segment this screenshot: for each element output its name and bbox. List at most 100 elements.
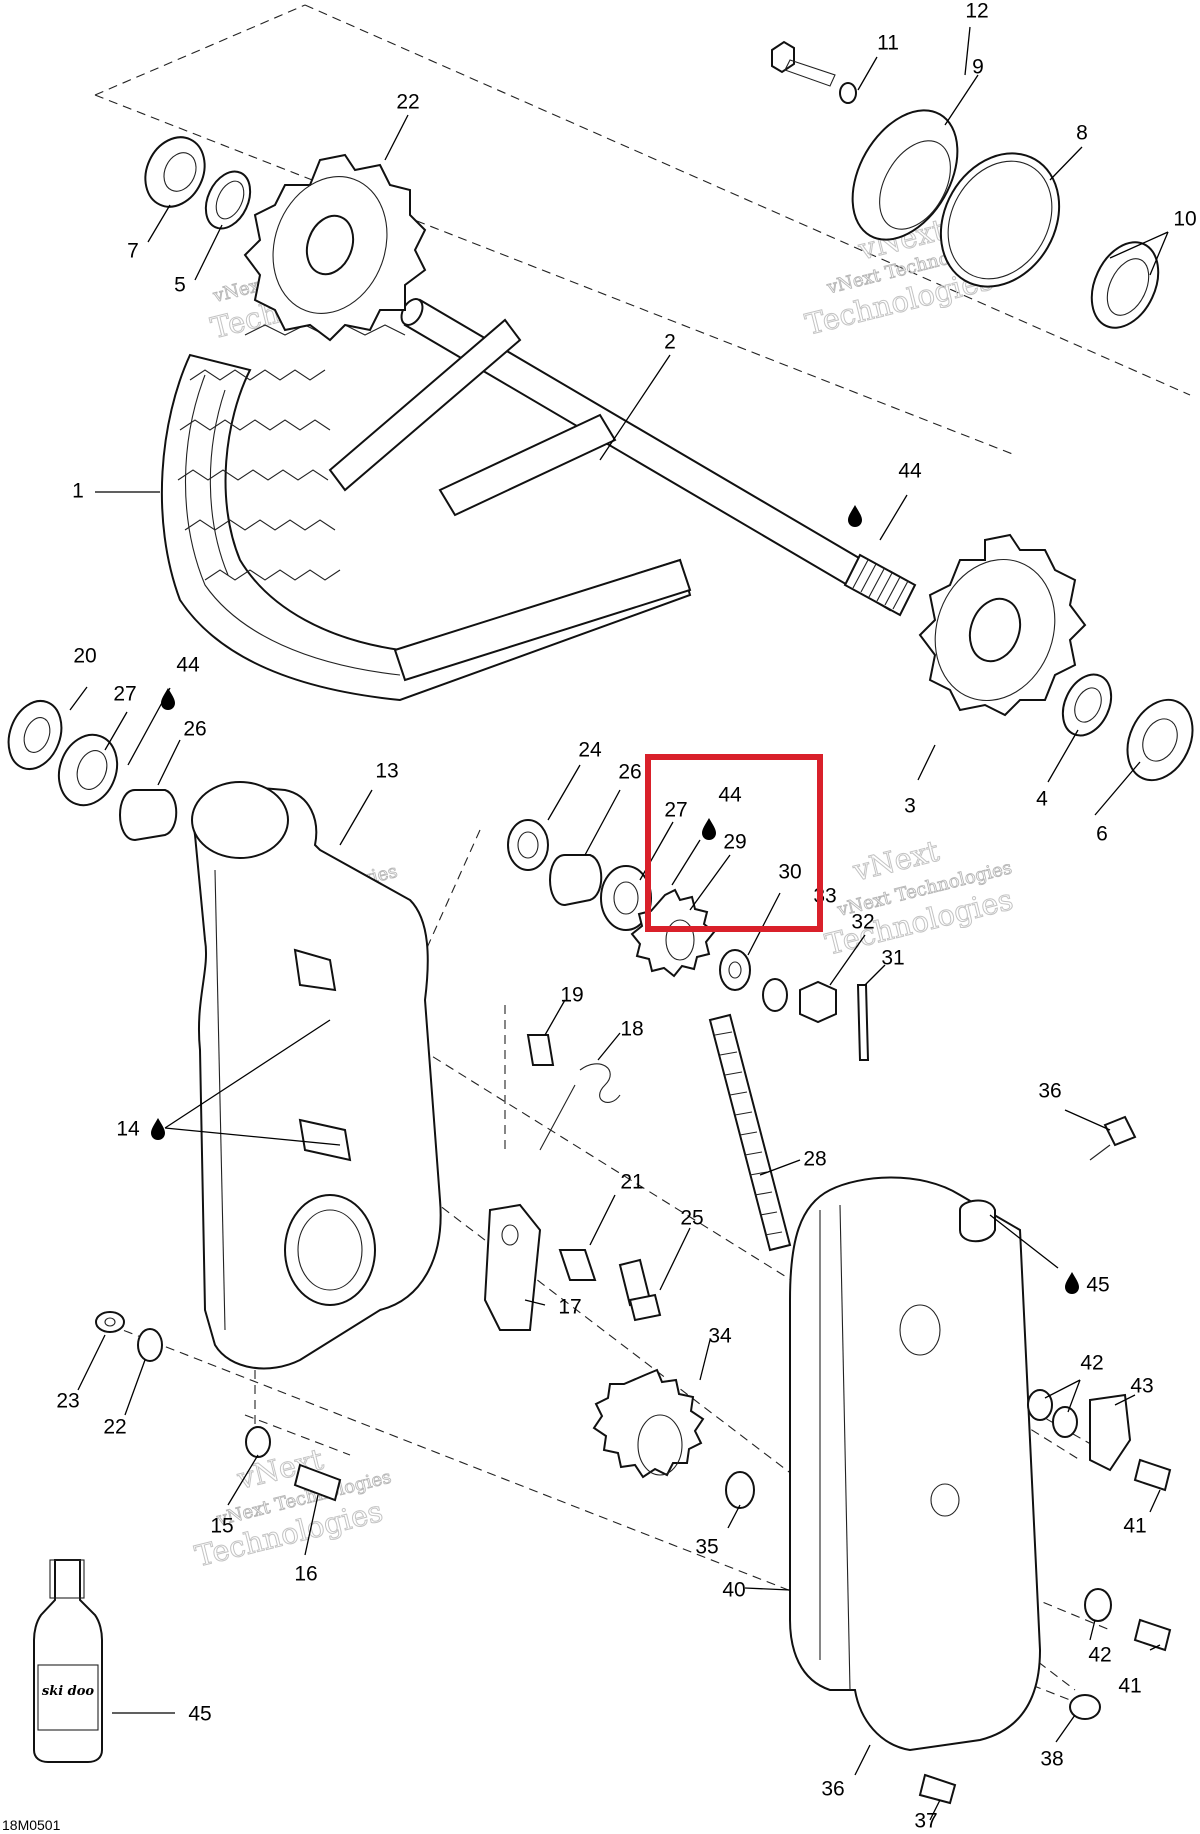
oil-drop-icon — [702, 818, 716, 840]
washer-22 — [137, 1328, 163, 1362]
part-label: 32 — [851, 911, 874, 934]
circlip-35 — [725, 1471, 755, 1509]
part-label: 38 — [1040, 1748, 1063, 1771]
washer-23 — [95, 1311, 125, 1333]
part-label: 30 — [778, 861, 801, 884]
part-label: 35 — [695, 1536, 718, 1559]
part-label: 17 — [558, 1296, 581, 1319]
chaincase-cover — [789, 1176, 1042, 1752]
flange-9 — [851, 109, 959, 241]
part-label: 14 — [116, 1118, 140, 1141]
oil-drop-icon — [151, 1118, 165, 1140]
part-label: 34 — [708, 1325, 732, 1348]
part-label: 45 — [1086, 1274, 1109, 1297]
part-label: 26 — [183, 718, 206, 741]
part-label: 36 — [1038, 1080, 1061, 1103]
bottle-label: ski doo — [42, 1684, 95, 1699]
plug-38 — [1089, 1115, 1137, 1161]
bearing-24 — [7, 700, 63, 770]
bolt-12 — [771, 40, 836, 87]
reference-code: 18M0501 — [2, 1817, 61, 1833]
bearing-27-left — [57, 733, 119, 807]
part-label: 42 — [1080, 1352, 1103, 1375]
part-label: 1 — [72, 480, 84, 503]
part-label: 13 — [375, 760, 398, 783]
part-label: 36 — [821, 1778, 844, 1801]
part-label: 12 — [965, 0, 988, 23]
part-label: 7 — [127, 240, 139, 263]
part-label: 41 — [1118, 1675, 1141, 1698]
washer-30 — [719, 949, 751, 991]
bolts-41 — [1133, 1458, 1172, 1652]
part-label: 2 — [664, 331, 676, 354]
spring-18 — [539, 1063, 621, 1151]
part-label: 15 — [210, 1515, 233, 1538]
part-label: 44 — [718, 784, 742, 807]
part-label: 9 — [972, 56, 984, 79]
part-label: 5 — [174, 274, 186, 297]
washer-33 — [762, 978, 788, 1012]
bushing-26 — [549, 854, 603, 907]
bearing-4 — [1061, 673, 1113, 737]
sprocket-29 — [630, 888, 716, 978]
part-label: 26 — [618, 761, 641, 784]
bolt-37 — [918, 1773, 957, 1805]
lubricant-bottle: ski doo — [33, 1559, 103, 1763]
part-label: 6 — [1096, 823, 1108, 846]
part-label: 44 — [898, 460, 922, 483]
highlight-box — [645, 754, 823, 932]
oil-drop-icon — [1065, 1272, 1079, 1294]
plug-45 — [959, 1199, 996, 1243]
part-label: 16 — [294, 1563, 317, 1586]
oil-drop-icon — [848, 505, 862, 527]
part-label: 4 — [1036, 788, 1048, 811]
part-label: 27 — [113, 683, 136, 706]
plug-39 — [1069, 1694, 1101, 1720]
part-label: 25 — [680, 1207, 703, 1230]
part-label: 22 — [103, 1416, 126, 1439]
spacer-19 — [526, 1034, 555, 1066]
part-label: 19 — [560, 984, 583, 1007]
part-label: 28 — [803, 1148, 826, 1171]
tensioner-17 — [483, 1203, 542, 1331]
washer-5 — [204, 170, 252, 230]
part-label: 29 — [723, 831, 746, 854]
part-label: 21 — [620, 1171, 643, 1194]
part-label: 37 — [914, 1810, 937, 1833]
part-label: 8 — [1076, 122, 1088, 145]
bushing-20 — [558, 1249, 597, 1281]
leader-lines — [69, 26, 1169, 1821]
part-label: 3 — [904, 795, 916, 818]
part-label: 31 — [881, 947, 904, 970]
oil-drop-icons — [151, 505, 1079, 1294]
part-label: 11 — [877, 32, 899, 55]
oil-drop-icon — [161, 688, 175, 710]
part-label: 41 — [1123, 1515, 1146, 1538]
sprocket-34 — [592, 1368, 705, 1479]
bushing-26-left — [119, 789, 178, 842]
part-label: 43 — [1130, 1375, 1153, 1398]
part-label: 27 — [664, 799, 687, 822]
bearing-7 — [144, 136, 206, 208]
part-label: 18 — [620, 1018, 643, 1041]
drive-shaft — [400, 298, 917, 617]
washer-15 — [245, 1426, 271, 1458]
chaincase-housing — [191, 781, 442, 1370]
washer-11 — [839, 82, 857, 104]
seal-10 — [1090, 241, 1160, 329]
part-label: 20 — [73, 645, 96, 668]
part-label: 22 — [396, 91, 419, 114]
sprocket-upper — [243, 153, 427, 342]
bolt-25 — [618, 1258, 662, 1322]
part-label: 24 — [578, 739, 602, 762]
washer-21 — [507, 819, 549, 871]
chain-28 — [708, 1013, 792, 1252]
bearing-6 — [1126, 698, 1194, 782]
bolt-16 — [293, 1463, 342, 1502]
part-label: 10 — [1173, 208, 1196, 231]
track-belt — [160, 318, 692, 702]
part-label: 23 — [56, 1390, 79, 1413]
ring-8 — [939, 152, 1061, 288]
sprocket-lower — [918, 533, 1087, 717]
bracket-43 — [1089, 1393, 1132, 1472]
